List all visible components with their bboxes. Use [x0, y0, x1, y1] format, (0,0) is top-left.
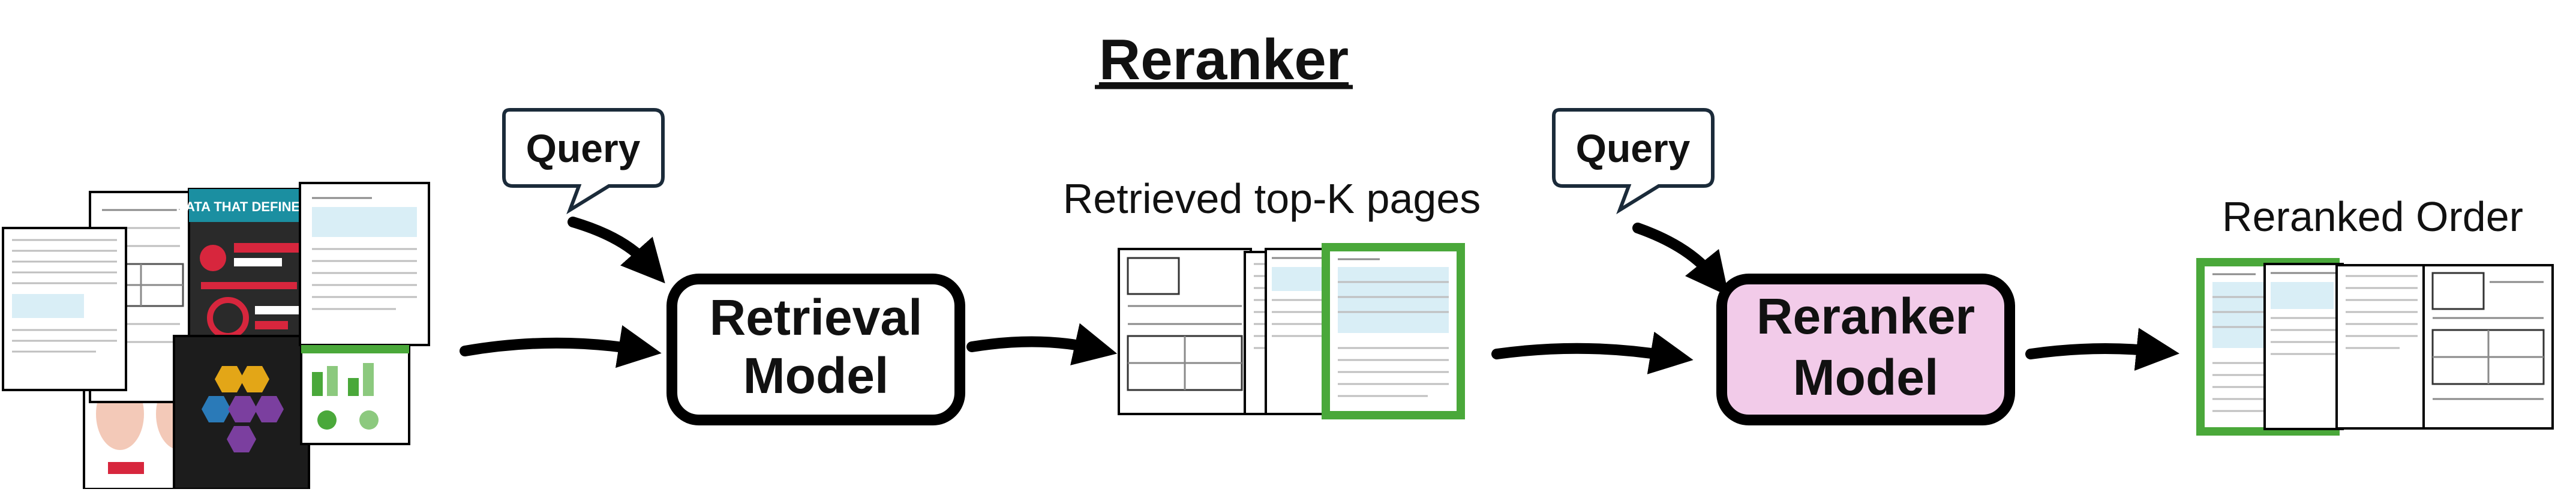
arrow-right-icon	[568, 217, 665, 284]
speech-bubble-icon	[502, 108, 665, 215]
arrow-right-icon	[966, 323, 1118, 365]
document-thumbnail-icon	[1265, 248, 1333, 415]
document-thumbnail-icon	[300, 344, 410, 445]
reranker-box-line1: Reranker	[1757, 288, 1975, 344]
document-pile: DATA THAT DEFINE US	[2, 182, 430, 490]
document-thumbnail-icon	[2335, 264, 2428, 430]
honeycomb-thumbnail	[173, 335, 310, 490]
query-bubble-right: Query	[1552, 108, 1715, 215]
document-thumbnail-icon	[2263, 263, 2344, 430]
reranker-model-box: Reranker Model	[1716, 274, 2015, 425]
retrieval-model-box: Retrieval Model	[666, 274, 965, 425]
arrow-right-icon	[1491, 331, 1694, 374]
document-thumbnail-icon	[1118, 248, 1252, 415]
retrieval-box-line2: Model	[743, 347, 889, 404]
arrow-right-icon	[2025, 328, 2179, 371]
arrow-right-icon	[460, 325, 662, 368]
reranked-pages	[2196, 258, 2554, 436]
retrieved-pages	[1118, 243, 1465, 419]
document-thumbnail-icon	[2, 227, 127, 391]
query-label-right: Query	[1576, 126, 1691, 170]
speech-bubble-icon	[1552, 108, 1715, 215]
reranker-box-line2: Model	[1793, 349, 1939, 406]
retrieval-box-line1: Retrieval	[710, 289, 923, 346]
highlighted-page	[1322, 243, 1465, 419]
caption-retrieved: Retrieved top-K pages	[1063, 175, 1481, 222]
caption-reranked: Reranked Order	[2222, 193, 2523, 240]
query-bubble-left: Query	[502, 108, 665, 215]
document-thumbnail-icon	[2422, 264, 2554, 430]
diagram-title: Reranker	[1099, 28, 1349, 92]
infographic-heading: DATA THAT DEFINE US	[176, 199, 322, 214]
document-thumbnail-icon	[299, 182, 430, 346]
query-label-left: Query	[526, 126, 641, 170]
arrow-right-icon	[1632, 223, 1729, 296]
